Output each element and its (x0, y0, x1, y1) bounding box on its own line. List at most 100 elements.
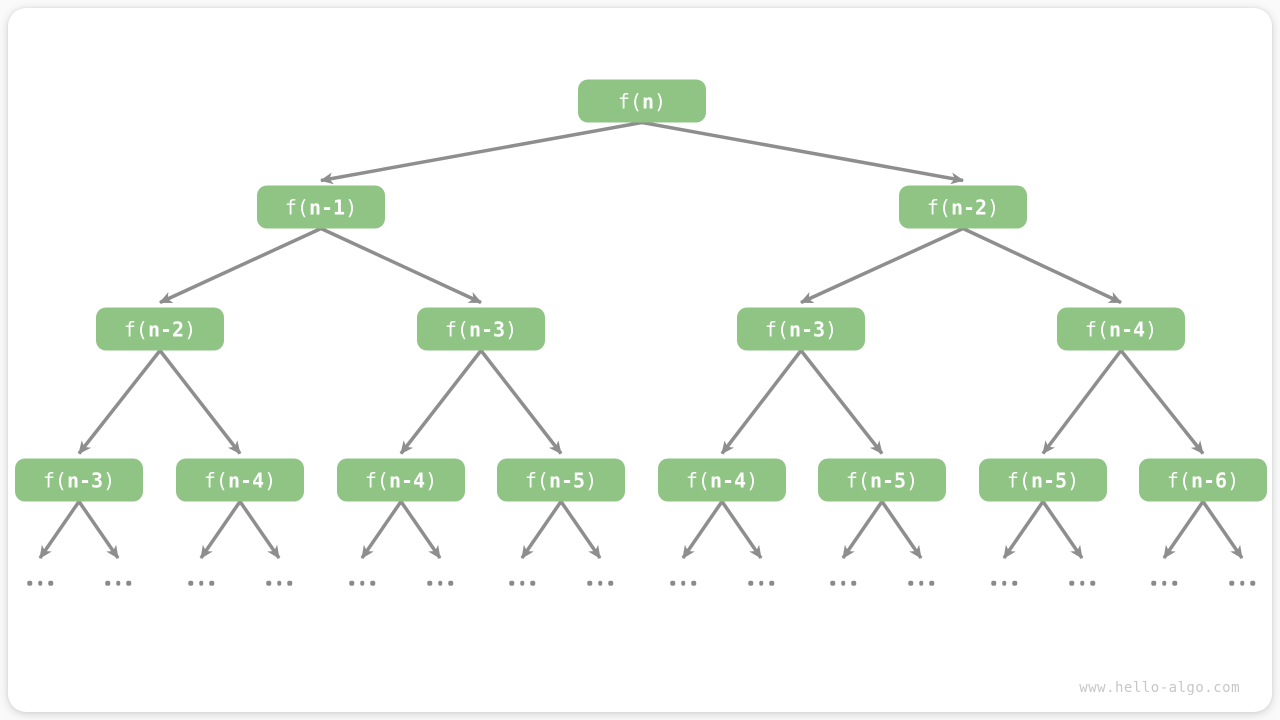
tree-node: f(n-1) (257, 185, 385, 229)
node-label-part: f( (1166, 468, 1191, 492)
ellipsis (349, 580, 375, 586)
node-label-part: n-4 (1108, 317, 1146, 341)
tree-edge (720, 349, 803, 455)
node-label-part: f( (1006, 468, 1031, 492)
ellipsis-dot (840, 580, 846, 586)
diagram-card (8, 8, 1272, 712)
ellipsis (587, 580, 613, 586)
ellipsis-dot (691, 580, 696, 586)
node-label-part: ) (654, 89, 667, 113)
ellipsis-dot (126, 580, 131, 586)
ellipsis (908, 580, 934, 586)
ellipsis-edge (1201, 500, 1244, 559)
tree-edge (800, 226, 964, 305)
ellipsis-dot (530, 580, 535, 586)
node-label-part: f( (764, 317, 789, 341)
ellipsis-dot (830, 580, 835, 586)
ellipsis-dot (1172, 580, 1177, 586)
ellipsis-dot (1001, 580, 1007, 586)
node-label-part: n (642, 89, 655, 113)
node-label-part: f( (617, 89, 642, 113)
tree-edge (1041, 349, 1123, 455)
ellipsis-edge (681, 500, 724, 559)
ellipsis-dot (769, 580, 774, 586)
ellipsis (105, 580, 131, 586)
ellipsis-dot (680, 580, 686, 586)
ellipsis-edge (360, 500, 403, 559)
ellipsis-dot (359, 580, 365, 586)
node-label-part: ) (184, 317, 197, 341)
ellipsis-dot (851, 580, 856, 586)
ellipsis-dot (1250, 580, 1255, 586)
ellipsis-edge (1041, 500, 1084, 559)
ellipsis-dot (349, 580, 354, 586)
ellipsis (1151, 580, 1177, 586)
ellipsis-edge (559, 500, 602, 559)
ellipsis (1229, 580, 1255, 586)
ellipsis-edge (1162, 500, 1205, 559)
tree-edge (158, 349, 242, 455)
ellipsis (266, 580, 292, 586)
node-label-part: ) (264, 468, 277, 492)
node-label-part: ) (746, 468, 759, 492)
node-label-part: ) (505, 317, 518, 341)
ellipsis (670, 580, 696, 586)
ellipsis-edge (520, 500, 563, 559)
ellipsis-edge (399, 500, 442, 559)
node-label-part: f( (845, 468, 870, 492)
ellipsis-dot (748, 580, 753, 586)
ellipsis-dot (597, 580, 603, 586)
ellipsis-dot (1012, 580, 1017, 586)
ellipsis-dot (758, 580, 764, 586)
ellipsis-dot (37, 580, 43, 586)
tree-node: f(n-2) (899, 185, 1027, 229)
tree-edge (77, 349, 162, 455)
ellipsis-dot (519, 580, 525, 586)
node-label-part: ) (345, 195, 358, 219)
ellipsis-dot (1069, 580, 1074, 586)
tree-node: f(n-2) (96, 307, 224, 351)
tree-node: f(n-6) (1139, 458, 1267, 502)
ellipsis-dot (276, 580, 282, 586)
node-label-part: ) (1067, 468, 1080, 492)
tree-node: f(n-5) (818, 458, 946, 502)
ellipsis (188, 580, 214, 586)
tree-node: f(n-5) (497, 458, 625, 502)
ellipsis-edge (1002, 500, 1045, 559)
node-label-part: n-5 (548, 468, 586, 492)
node-label-part: n-5 (869, 468, 907, 492)
ellipsis-dot (608, 580, 613, 586)
node-label-part: n-3 (66, 468, 104, 492)
node-label-part: n-5 (1030, 468, 1068, 492)
node-label-part: f( (926, 195, 951, 219)
tree-edge (641, 120, 964, 185)
ellipsis-dot (27, 580, 32, 586)
ellipsis (991, 580, 1017, 586)
tree-edge (320, 120, 643, 185)
ellipsis-dot (437, 580, 443, 586)
ellipsis-dot (670, 580, 675, 586)
tree-edge (479, 349, 563, 455)
ellipsis-dot (198, 580, 204, 586)
ellipsis-dot (448, 580, 453, 586)
node-label-part: f( (1084, 317, 1109, 341)
ellipsis-dot (929, 580, 934, 586)
ellipsis-edge (720, 500, 763, 559)
ellipsis-dot (908, 580, 913, 586)
node-label-part: f( (42, 468, 67, 492)
ellipsis (427, 580, 453, 586)
node-label-part: f( (685, 468, 710, 492)
ellipsis-dot (105, 580, 110, 586)
tree-edge (799, 349, 884, 455)
ellipsis-dot (427, 580, 432, 586)
ellipsis-edge (841, 500, 884, 559)
ellipsis (27, 580, 53, 586)
ellipsis-dot (918, 580, 924, 586)
ellipsis-dot (587, 580, 592, 586)
ellipsis (509, 580, 535, 586)
node-label-part: ) (103, 468, 116, 492)
node-label-part: n-6 (1190, 468, 1228, 492)
node-label-part: n-2 (147, 317, 185, 341)
node-label-part: f( (444, 317, 469, 341)
